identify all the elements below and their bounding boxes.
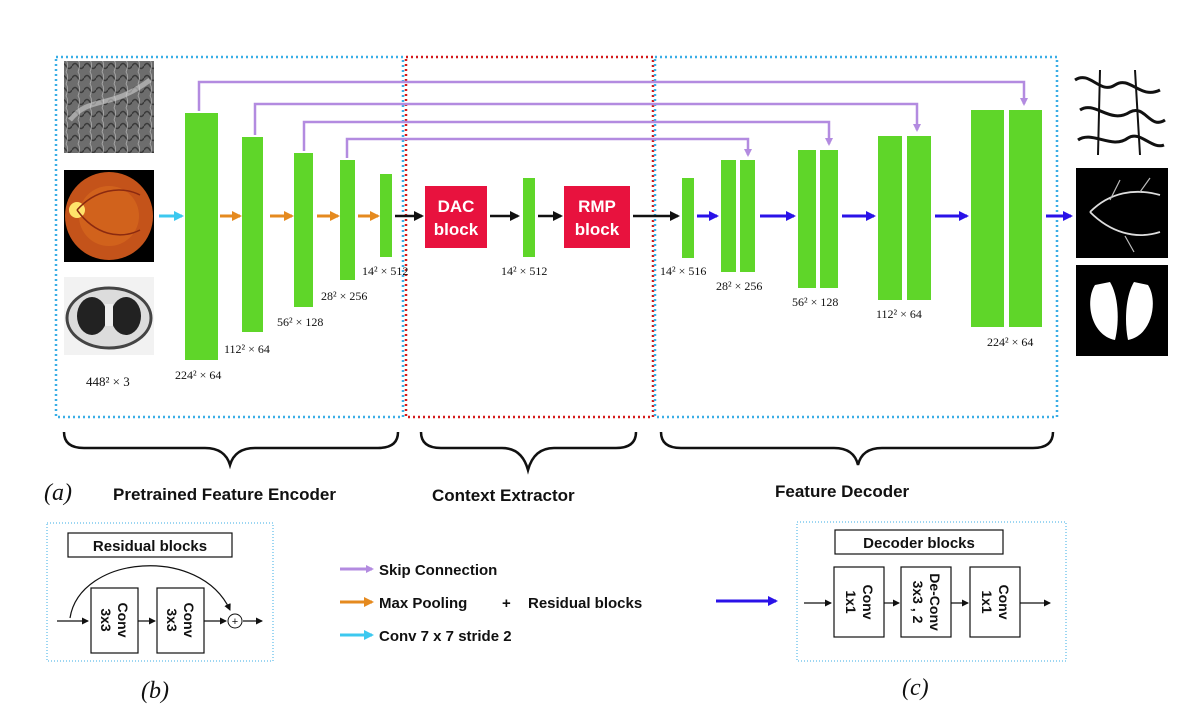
output-vessel-mask	[1076, 168, 1168, 258]
decoder-label: Feature Decoder	[775, 482, 910, 501]
decoder-title: Decoder blocks	[863, 535, 975, 552]
residual-conv1-label-2: 3x3	[98, 608, 114, 632]
decoder-deconv-box	[900, 566, 952, 638]
decoder-conv2-box	[969, 566, 1021, 638]
dac-block	[425, 186, 487, 248]
enc-col-14	[380, 174, 392, 257]
decoder-conv2-label-2: 1x1	[979, 590, 995, 614]
output-em-mask	[1072, 67, 1167, 157]
dec-col-56-a	[798, 150, 816, 288]
enc-dim-224: 224² × 64	[175, 368, 221, 382]
extractor-frame	[404, 55, 655, 419]
residual-conv1-label-1: Conv	[115, 603, 131, 638]
residual-conv2-label-1: Conv	[181, 603, 197, 638]
rmp-block-label-2: block	[575, 220, 620, 239]
encoder-frame	[54, 55, 405, 419]
residual-conv2-box	[156, 587, 205, 654]
residual-title: Residual blocks	[93, 538, 207, 555]
skip-56	[302, 120, 833, 151]
output-lung-mask	[1076, 265, 1168, 356]
residual-conv1-box	[90, 587, 139, 654]
panel-label-a: (a)	[44, 480, 72, 506]
enc-col-112	[242, 137, 263, 332]
skip-224	[197, 80, 1028, 111]
decoder-conv1-box	[833, 566, 885, 638]
brace-extractor	[419, 431, 638, 475]
skip-28	[345, 137, 752, 158]
enc-dim-28: 28² × 256	[321, 289, 367, 303]
panel-label-b: (b)	[141, 678, 169, 704]
legend-conv7-label: Conv 7 x 7 stride 2	[379, 628, 512, 645]
dac-block-label-2: block	[434, 220, 479, 239]
enc-dim-56: 56² × 128	[277, 315, 323, 329]
dec-dim-14: 14² × 516	[660, 264, 706, 278]
input-retina-image	[64, 170, 154, 262]
enc-dim-14: 14² × 512	[362, 264, 408, 278]
encoder-columns	[185, 113, 392, 360]
input-dim-label: 448² × 3	[86, 374, 130, 389]
enc-col-28	[340, 160, 355, 280]
legend-residual-label: Residual blocks	[528, 595, 642, 612]
dec-col-28-b	[740, 160, 755, 272]
dec-col-28-a	[721, 160, 736, 272]
legend-plus: +	[502, 595, 511, 612]
input-ct-image	[64, 277, 154, 355]
dec-dim-56: 56² × 128	[792, 295, 838, 309]
dec-dim-224: 224² × 64	[987, 335, 1033, 349]
dec-col-224-b	[1009, 110, 1042, 327]
skip-112	[253, 102, 921, 135]
residual-panel-frame	[46, 522, 274, 662]
legend-skip-label: Skip Connection	[379, 562, 497, 579]
residual-conv2-label-2: 3x3	[164, 608, 180, 632]
dec-col-14	[682, 178, 694, 258]
input-em-image	[64, 61, 154, 153]
residual-title-box	[67, 532, 233, 558]
enc-col-56	[294, 153, 313, 307]
encoder-label: Pretrained Feature Encoder	[113, 485, 336, 504]
rmp-block-label-1: RMP	[578, 197, 616, 216]
rmp-block	[564, 186, 630, 248]
decoder-columns	[682, 110, 1042, 327]
legend-maxpool-label: Max Pooling	[379, 595, 467, 612]
ext-dim-14: 14² × 512	[501, 264, 547, 278]
dec-col-224-a	[971, 110, 1004, 327]
residual-sum-node	[227, 613, 243, 629]
decoder-title-box	[834, 529, 1004, 555]
dec-dim-112: 112² × 64	[876, 307, 922, 321]
decoder-frame	[653, 55, 1059, 419]
dec-col-112-a	[878, 136, 902, 300]
decoder-conv2-label-1: Conv	[996, 585, 1012, 620]
dec-col-112-b	[907, 136, 931, 300]
extractor-label: Context Extractor	[432, 486, 575, 505]
dac-block-label-1: DAC	[438, 197, 475, 216]
enc-col-224	[185, 113, 218, 360]
residual-sum-sign: +	[232, 616, 238, 628]
ext-col-14	[523, 178, 535, 257]
enc-dim-112: 112² × 64	[224, 342, 270, 356]
decoder-deconv-label-1: De-Conv	[927, 573, 943, 631]
brace-decoder	[659, 431, 1055, 466]
decoder-conv1-label-1: Conv	[860, 585, 876, 620]
decoder-deconv-label-2: 3x3 , 2	[910, 581, 926, 624]
residual-skip-arc	[69, 565, 231, 619]
panel-label-c: (c)	[902, 675, 929, 701]
dec-col-56-b	[820, 150, 838, 288]
decoder-conv1-label-2: 1x1	[843, 590, 859, 614]
brace-encoder	[62, 431, 400, 470]
dec-dim-28: 28² × 256	[716, 279, 762, 293]
